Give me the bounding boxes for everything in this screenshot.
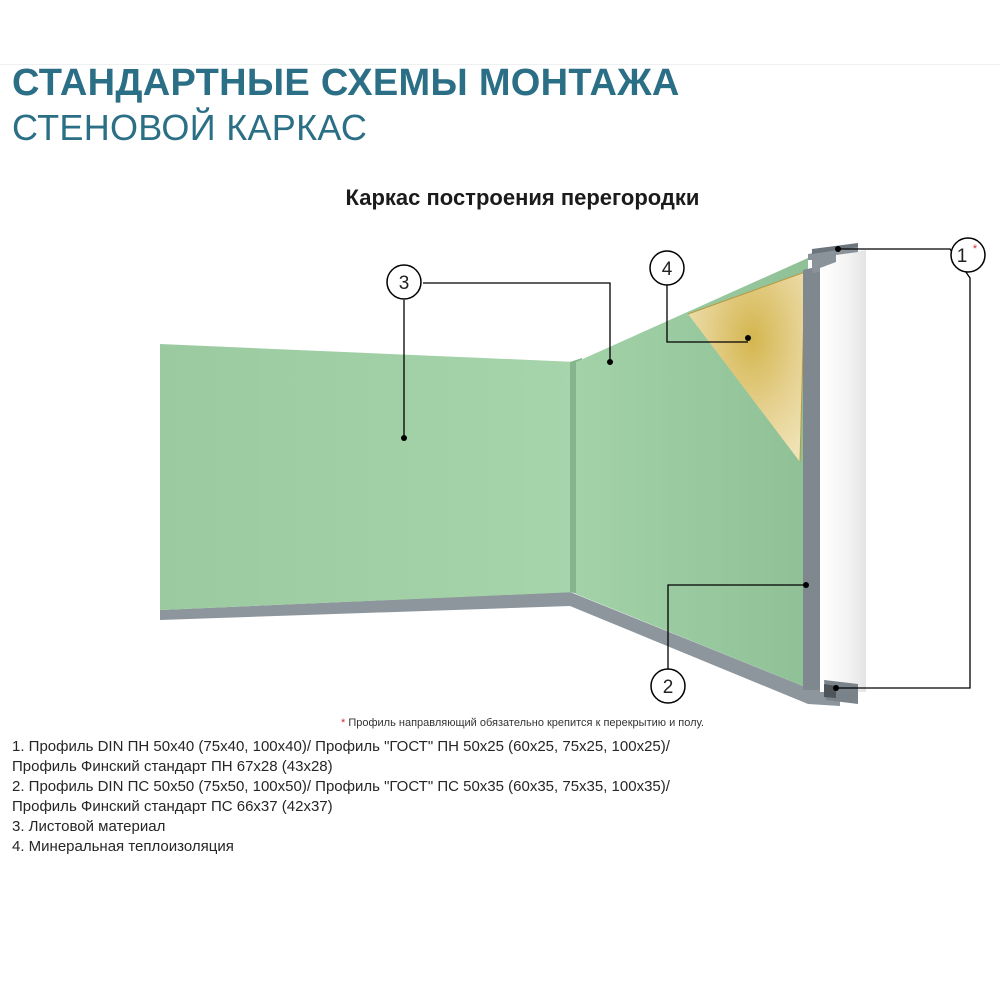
callout-2: 2 <box>650 668 686 704</box>
page-title: СТАНДАРТНЫЕ СХЕМЫ МОНТАЖА <box>12 62 680 104</box>
diagram-title: Каркас построения перегородки <box>345 185 700 210</box>
bottom-guide-inner <box>824 684 836 698</box>
wall-section <box>820 250 866 692</box>
legend-item-1-line-2: Профиль Финский стандарт ПН 67х28 (43х28… <box>12 758 333 775</box>
stud-profile <box>803 266 820 690</box>
floor-guide-profile <box>160 592 840 706</box>
legend-item-1-line-1: 1. Профиль DIN ПН 50х40 (75х40, 100х40)/… <box>12 738 670 755</box>
legend-item-1: 1. Профиль DIN ПН 50х40 (75х40, 100х40)/… <box>12 737 670 777</box>
page-subtitle: СТЕНОВОЙ КАРКАС <box>12 107 368 148</box>
callout-1: 1 * <box>950 237 986 273</box>
callout-1-label: 1 <box>957 246 968 267</box>
leader-lines <box>403 248 971 689</box>
legend-item-2-line-1: 2. Профиль DIN ПС 50х50 (75х50, 100х50)/… <box>12 778 670 795</box>
callout-3: 3 <box>386 264 422 300</box>
legend-item-3-line-1: 3. Листовой материал <box>12 818 166 835</box>
footnote-asterisk: * <box>341 717 346 729</box>
header-divider <box>0 64 1000 65</box>
mineral-insulation <box>688 272 805 462</box>
callout-1-asterisk: * <box>973 243 978 255</box>
legend-item-2-line-2: Профиль Финский стандарт ПС 66х37 (42х37… <box>12 798 333 815</box>
legend-item-2: 2. Профиль DIN ПС 50х50 (75х50, 100х50)/… <box>12 777 670 817</box>
panel-left <box>160 344 576 610</box>
ceiling-guide-profile <box>808 246 858 273</box>
callout-4-label: 4 <box>662 259 673 280</box>
legend-item-4-line-1: 4. Минеральная теплоизоляция <box>12 838 234 855</box>
footnote-text: Профиль направляющий обязательно крепитс… <box>345 717 704 729</box>
callout-3-label: 3 <box>399 273 410 294</box>
legend-item-4: 4. Минеральная теплоизоляция <box>12 837 670 857</box>
legend: 1. Профиль DIN ПН 50х40 (75х40, 100х40)/… <box>12 737 670 857</box>
leader-dots <box>401 246 841 691</box>
top-guide-cap <box>812 243 858 254</box>
callout-4: 4 <box>649 250 685 286</box>
legend-item-3: 3. Листовой материал <box>12 817 670 837</box>
callout-2-label: 2 <box>663 677 674 698</box>
footnote: * Профиль направляющий обязательно крепи… <box>0 717 1000 729</box>
